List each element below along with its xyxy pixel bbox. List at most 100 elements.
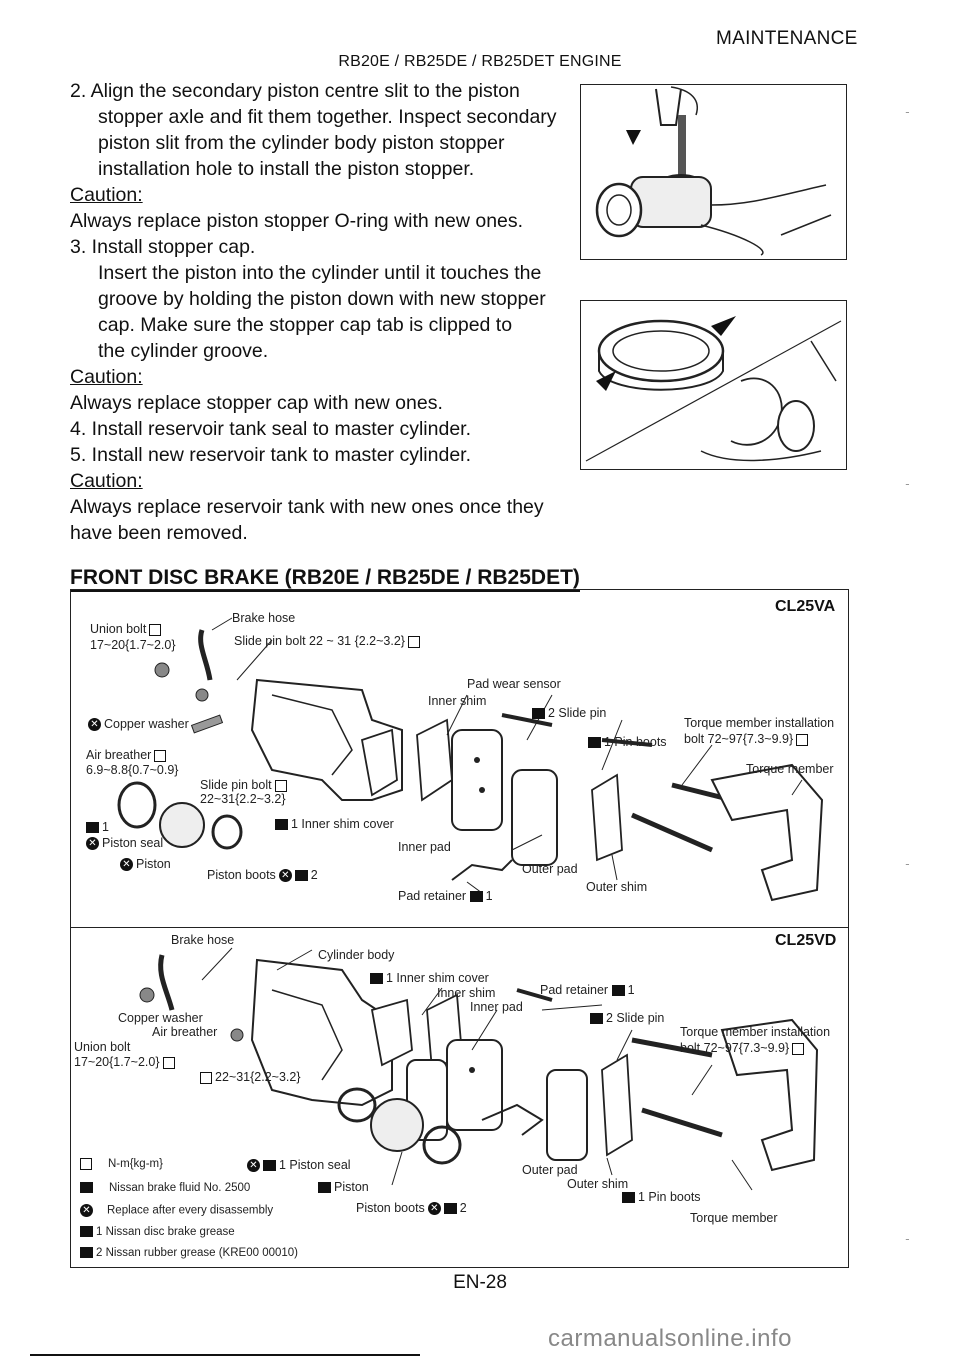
label-torque-member: Torque member	[690, 1211, 778, 1225]
label-inner-shim: Inner shim	[428, 694, 487, 708]
legend-brake-fluid: Nissan brake fluid No. 2500	[80, 1182, 250, 1194]
label-union-bolt: Union bolt	[74, 1040, 131, 1054]
label-pin-boots: 1 Pin boots	[588, 735, 667, 749]
step-5: 5. Install new reservoir tank to master …	[70, 444, 471, 466]
watermark: carmanualsonline.info	[548, 1325, 792, 1352]
label-piston-boots: Piston boots✕2	[356, 1201, 467, 1216]
label-air-breather: Air breather	[86, 748, 167, 762]
model-tag-top: CL25VA	[775, 598, 836, 615]
wrench-icon	[274, 779, 287, 792]
step-3-line3: groove by holding the piston down with n…	[98, 288, 546, 310]
caution-text: Always replace piston stopper O-ring wit…	[70, 210, 524, 232]
legend-replace: ✕Replace after every disassembly	[80, 1204, 273, 1217]
label-pad-wear-sensor: Pad wear sensor	[467, 677, 561, 691]
brake-diagram-frame	[70, 589, 849, 1268]
section-title: FRONT DISC BRAKE (RB20E / RB25DE / RB25D…	[70, 566, 580, 592]
grease-icon	[532, 708, 545, 720]
wrench-icon	[80, 1158, 92, 1170]
legend-rubber-grease: 2 Nissan rubber grease (KRE00 00010)	[80, 1247, 298, 1259]
label-inner-shim-cover: 1 Inner shim cover	[275, 817, 394, 831]
section-header: MAINTENANCE	[716, 28, 858, 49]
label-slide-pin-bolt2-torque: 22~31{2.2~3.2}	[200, 792, 286, 806]
label-piston-boots: Piston boots✕2	[207, 868, 318, 883]
label-piston-seal: ✕1 Piston seal	[247, 1158, 351, 1173]
label-grease-1: 1	[86, 820, 109, 834]
wrench-icon	[407, 635, 420, 648]
label-outer-shim: Outer shim	[567, 1177, 629, 1191]
margin-mark: ᐨ	[905, 480, 910, 494]
margin-mark: ᐨ	[905, 860, 910, 874]
label-torque-member-bolt: bolt 72~97{7.3~9.9}	[684, 732, 809, 746]
label-cylinder-body: Cylinder body	[318, 948, 395, 962]
grease-icon	[275, 819, 288, 831]
model-tag-bottom: CL25VD	[775, 932, 837, 949]
grease-icon	[590, 1013, 603, 1025]
caution-label: Caution:	[70, 366, 143, 388]
legend-torque: N-m{kg-m}	[80, 1158, 163, 1170]
grease-icon	[80, 1226, 93, 1238]
label-air-breather-torque: 6.9~8.8{0.7~0.9}	[86, 763, 179, 777]
grease-icon	[263, 1160, 276, 1172]
wrench-icon	[792, 1042, 805, 1055]
margin-mark: ᐨ	[905, 108, 910, 122]
replace-icon: ✕	[88, 718, 101, 732]
grease-icon	[469, 891, 483, 903]
wrench-icon	[162, 1056, 175, 1069]
label-piston-seal: ✕Piston seal	[86, 836, 163, 851]
step-2-line3: piston slit from the cylinder body pisto…	[98, 132, 505, 154]
grease-icon	[86, 822, 99, 834]
grease-icon	[611, 985, 625, 997]
label-union-bolt-torque: 17~20{1.7~2.0}	[90, 638, 176, 652]
caution-text: Always replace stopper cap with new ones…	[70, 392, 443, 414]
label-copper-washer: ✕Copper washer	[88, 717, 189, 732]
caution-label: Caution:	[70, 184, 143, 206]
label-brake-hose: Brake hose	[232, 611, 296, 625]
replace-icon: ✕	[427, 1202, 441, 1216]
label-piston: Piston	[318, 1180, 369, 1194]
step-3-line2: Insert the piston into the cylinder unti…	[98, 262, 542, 284]
wrench-icon	[149, 623, 162, 636]
step-3: 3. Install stopper cap.	[70, 236, 256, 258]
grease-icon	[294, 870, 308, 882]
replace-icon: ✕	[120, 858, 133, 872]
cl25vd-exploded-view	[139, 947, 819, 1191]
fluid-icon	[318, 1182, 331, 1194]
step-4: 4. Install reservoir tank seal to master…	[70, 418, 471, 440]
stopper-photo	[580, 84, 847, 260]
step-2-line4: installation hole to install the piston …	[98, 158, 475, 180]
label-outer-pad: Outer pad	[522, 1163, 578, 1177]
label-piston: ✕Piston	[120, 857, 171, 872]
label-slide-torque: 22~31{2.2~3.2}	[200, 1070, 301, 1084]
label-torque-member-bolt: bolt 72~97{7.3~9.9}	[680, 1041, 805, 1055]
fluid-icon	[80, 1182, 93, 1194]
label-slide-pin: 2 Slide pin	[590, 1011, 664, 1025]
caution-text: Always replace reservoir tank with new o…	[70, 496, 544, 518]
label-union-bolt: Union bolt	[90, 622, 162, 636]
label-union-bolt-torque: 17~20{1.7~2.0}	[74, 1055, 175, 1069]
step-2: 2. Align the secondary piston centre sli…	[70, 80, 520, 102]
grease-icon	[588, 737, 601, 749]
label-inner-pad: Inner pad	[398, 840, 451, 854]
engine-header: RB20E / RB25DE / RB25DET ENGINE	[338, 53, 622, 70]
step-3-line5: the cylinder groove.	[98, 340, 269, 362]
label-slide-pin-bolt2: Slide pin bolt	[200, 778, 287, 792]
label-brake-hose: Brake hose	[171, 933, 235, 947]
page-number: EN-28	[453, 1272, 507, 1293]
cl25va-exploded-view	[117, 617, 824, 902]
wrench-icon	[200, 1071, 212, 1084]
label-pad-retainer: Pad retainer 1	[398, 889, 493, 903]
label-copper-washer: Copper washer	[118, 1011, 203, 1025]
wrench-icon	[796, 733, 809, 746]
grease-icon	[80, 1247, 93, 1259]
grease-icon	[443, 1203, 457, 1215]
replace-icon: ✕	[278, 869, 292, 883]
label-inner-shim: Inner shim	[437, 986, 496, 1000]
step-2-line2: stopper axle and fit them together. Insp…	[98, 106, 557, 128]
label-pin-boots: 1 Pin boots	[622, 1190, 701, 1204]
label-outer-pad: Outer pad	[522, 862, 578, 876]
footer-rule	[30, 1354, 420, 1356]
legend-disc-grease: 1 Nissan disc brake grease	[80, 1226, 235, 1238]
step-3-line4: cap. Make sure the stopper cap tab is cl…	[98, 314, 513, 336]
stopper-cap-photo	[580, 300, 847, 470]
label-torque-member: Torque member	[746, 762, 834, 776]
